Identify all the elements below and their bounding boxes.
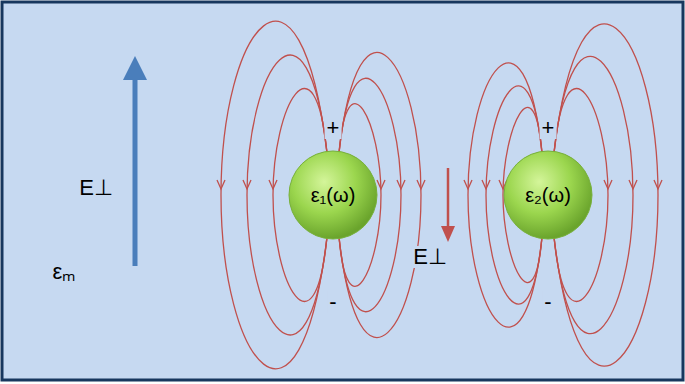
diagram-label: +: [325, 117, 342, 139]
field-direction-arrow: [629, 180, 637, 189]
field-lines: [217, 21, 662, 369]
field-direction-arrow: [377, 180, 385, 189]
diagram-label: E⊥: [411, 246, 449, 268]
nanoparticle-sphere: ε₁(ω): [288, 150, 378, 240]
permittivity-label: ε₁(ω): [311, 184, 356, 207]
medium-panel: [2, 2, 683, 380]
diagram-label: E⊥: [79, 177, 113, 199]
sphere-shape: [504, 151, 592, 239]
field-direction-arrow: [417, 180, 425, 189]
field-direction-arrow: [217, 180, 225, 189]
nanoparticle-sphere: ε₂(ω): [503, 150, 593, 240]
induced-field-arrow: [447, 168, 450, 228]
field-direction-arrow: [269, 180, 277, 189]
sphere-shape: [289, 151, 377, 239]
diagram-label: -: [542, 291, 553, 313]
diagram-label: -: [327, 291, 338, 313]
diagram-label: +: [540, 117, 557, 139]
field-direction-arrow: [654, 180, 662, 189]
incident-field-arrow: [133, 76, 138, 266]
field-direction-arrow: [482, 180, 490, 189]
field-direction-arrow: [243, 180, 251, 189]
diagram-label: εₘ: [53, 261, 76, 283]
induced-field-arrowhead: [441, 226, 455, 242]
permittivity-label: ε₂(ω): [525, 184, 571, 207]
field-direction-arrow: [604, 180, 612, 189]
incident-field-arrowhead: [123, 56, 147, 80]
field-direction-arrow: [464, 180, 472, 189]
field-direction-arrow: [397, 180, 405, 189]
